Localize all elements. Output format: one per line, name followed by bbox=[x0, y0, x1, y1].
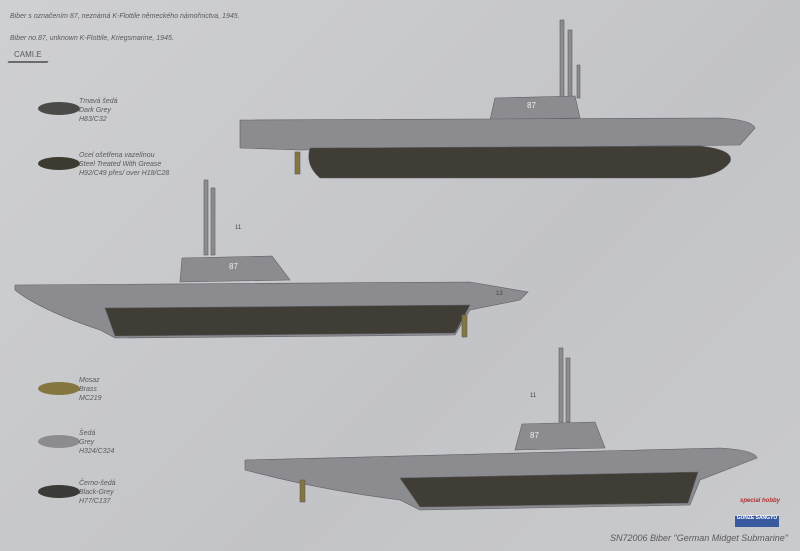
submarine-bottom-view: 87 11 bbox=[244, 347, 758, 511]
submarine-top-view: 87 bbox=[239, 19, 756, 179]
periscope bbox=[203, 179, 209, 256]
footer-title: SN72006 Biber "German Midget Submarine" bbox=[610, 533, 788, 543]
conning-tower bbox=[179, 255, 291, 283]
gunze-sangyo-logo: GUNZE SANGYO bbox=[735, 515, 779, 527]
color-swatch-dark-grey bbox=[38, 102, 80, 115]
periscope bbox=[558, 347, 564, 423]
caption-czech: Biber s označením 87, neznámá K-Flottile… bbox=[10, 13, 240, 20]
color-swatch-grey bbox=[38, 435, 80, 448]
periscope bbox=[559, 19, 565, 99]
color-swatch-black-grey bbox=[38, 485, 80, 498]
dark-lower-side bbox=[104, 304, 471, 337]
conning-tower bbox=[489, 95, 581, 121]
periscope-mark: 11 bbox=[235, 225, 242, 231]
periscope bbox=[210, 187, 216, 256]
caption-english: Biber no.87, unknown K-Flottile, Kriegsm… bbox=[10, 35, 174, 42]
propeller bbox=[294, 151, 301, 175]
special-hobby-logo: special hobby bbox=[740, 498, 781, 504]
propeller bbox=[299, 479, 306, 503]
hull-number: 87 bbox=[229, 262, 238, 271]
color-swatch-steel bbox=[38, 157, 80, 170]
dark-lower-side bbox=[399, 471, 699, 508]
periscope bbox=[565, 357, 571, 423]
torpedo bbox=[308, 145, 731, 179]
submarine-middle-view: 87 11 13 bbox=[14, 179, 529, 339]
camo-label: CAMI.E bbox=[14, 50, 42, 59]
color-swatch-brass bbox=[38, 382, 80, 395]
hull bbox=[239, 117, 756, 151]
stern-mark: 13 bbox=[496, 291, 503, 297]
conning-tower bbox=[514, 421, 606, 451]
propeller bbox=[461, 314, 468, 338]
periscope bbox=[567, 29, 573, 99]
periscope-mark: 11 bbox=[530, 393, 537, 399]
hull-number: 87 bbox=[527, 101, 536, 110]
hull-number: 87 bbox=[530, 431, 539, 440]
